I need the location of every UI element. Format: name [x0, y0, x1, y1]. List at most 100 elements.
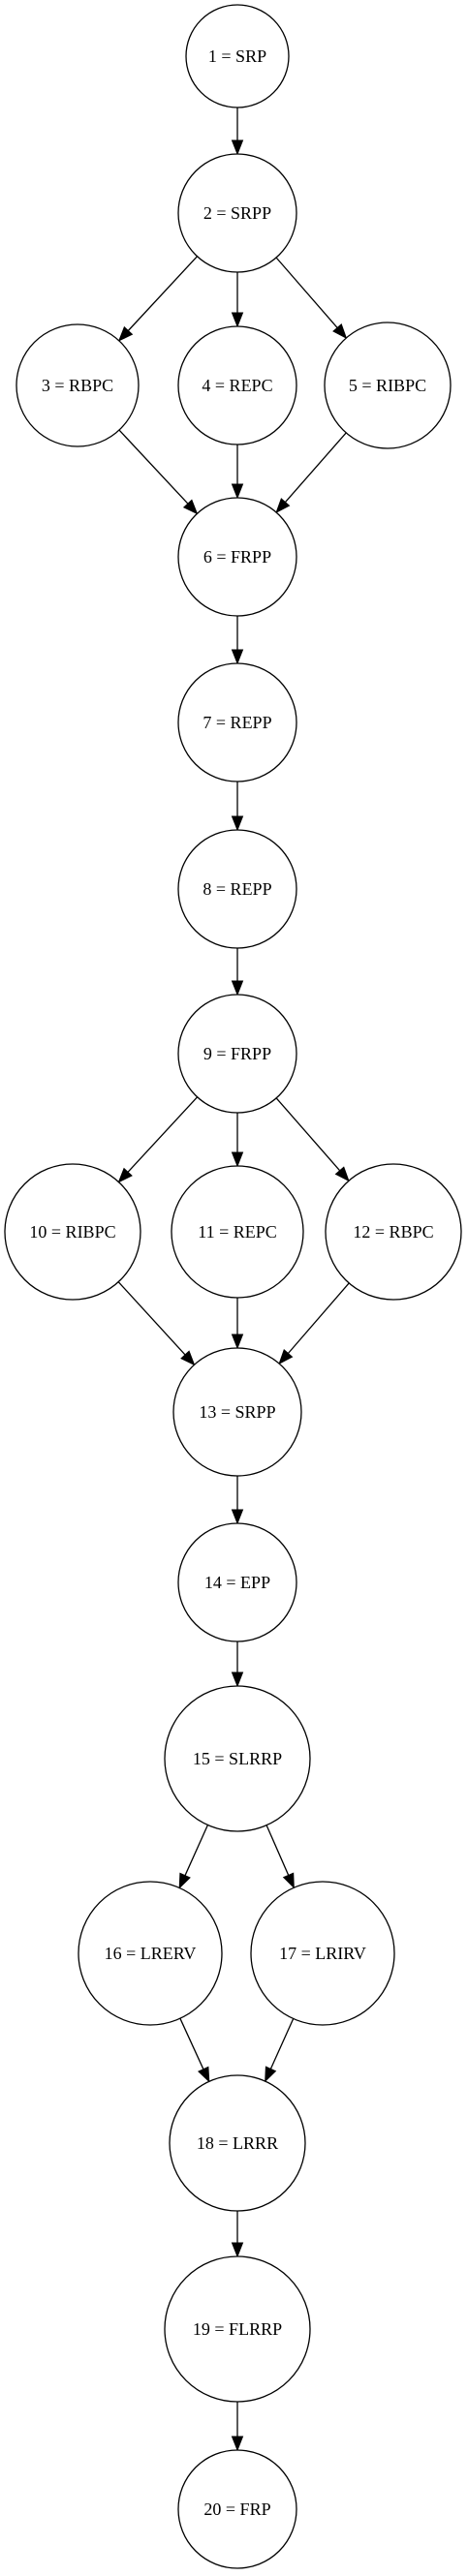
node-label: 13 = SRPP [199, 1402, 275, 1422]
arrowhead-icon [332, 322, 348, 340]
node-8: 8 = REPP [177, 829, 297, 949]
edge-line [127, 1096, 199, 1173]
edge-8-to-9 [231, 948, 244, 997]
node-label: 19 = FLRRP [193, 2319, 282, 2339]
edge-15-to-17 [265, 1825, 295, 1889]
node-circle [177, 1522, 297, 1642]
node-circle [169, 2074, 306, 2212]
node-label: 17 = LRIRV [279, 1944, 366, 1963]
node-circle [177, 994, 297, 1114]
node-circle [4, 1163, 141, 1301]
edge-line [275, 1097, 341, 1172]
node-15: 15 = SLRRP [164, 1685, 311, 1832]
arrowhead-icon [231, 649, 244, 665]
arrowhead-icon [275, 498, 291, 514]
edge-line [184, 1825, 208, 1876]
arrowhead-icon [231, 1151, 244, 1168]
arrowhead-icon [231, 980, 244, 997]
arrowhead-icon [231, 1671, 244, 1688]
node-circle [177, 153, 297, 273]
edge-12-to-13 [278, 1282, 350, 1365]
edge-line [287, 1282, 350, 1354]
edge-9-to-10 [117, 1096, 199, 1183]
node-circle [171, 1165, 304, 1299]
arrowhead-icon [178, 1872, 191, 1889]
arrowhead-icon [231, 1509, 244, 1525]
arrowhead-icon [117, 325, 134, 342]
node-label: 1 = SRP [208, 46, 266, 66]
node-10: 10 = RIBPC [4, 1163, 141, 1301]
node-18: 18 = LRRR [169, 2074, 306, 2212]
node-circle [325, 1163, 462, 1301]
edge-7-to-8 [231, 782, 244, 832]
arrowhead-icon [231, 312, 244, 328]
node-20: 20 = FRP [177, 2449, 297, 2569]
node-1: 1 = SRP [185, 4, 290, 108]
node-circle [177, 829, 297, 949]
arrowhead-icon [231, 483, 244, 500]
node-label: 12 = RBPC [353, 1222, 433, 1242]
node-circle [16, 323, 140, 447]
edge-14-to-15 [231, 1641, 244, 1688]
edge-line [117, 1281, 186, 1356]
node-16: 16 = LRERV [78, 1881, 223, 2026]
edge-2-to-3 [117, 256, 198, 342]
arrowhead-icon [182, 499, 199, 515]
edge-3-to-6 [118, 429, 199, 515]
node-circle [185, 4, 290, 108]
edge-2-to-4 [231, 272, 244, 328]
node-circle [177, 325, 297, 445]
node-9: 9 = FRPP [177, 994, 297, 1114]
arrowhead-icon [231, 815, 244, 832]
node-circle [78, 1881, 223, 2026]
edge-line [275, 257, 338, 328]
node-label: 15 = SLRRP [193, 1749, 282, 1768]
node-6: 6 = FRPP [177, 497, 297, 617]
edge-10-to-13 [117, 1281, 196, 1366]
edge-line [118, 429, 189, 505]
edge-2-to-5 [275, 257, 348, 340]
edge-1-to-2 [231, 107, 244, 156]
node-label: 8 = REPP [203, 879, 271, 899]
nodes-layer: 1 = SRP 2 = SRPP 3 = RBPC 4 = REPC 5 = RIBPC… [4, 4, 462, 2569]
edge-line [179, 2017, 204, 2070]
edge-16-to-18 [179, 2017, 210, 2083]
node-label: 6 = FRPP [203, 547, 271, 567]
node-2: 2 = SRPP [177, 153, 297, 273]
node-12: 12 = RBPC [325, 1163, 462, 1301]
node-circle [324, 322, 452, 449]
node-17: 17 = LRIRV [250, 1881, 395, 2026]
edge-line [284, 432, 347, 504]
node-19: 19 = FLRRP [164, 2255, 311, 2403]
arrowhead-icon [278, 1349, 294, 1365]
node-14: 14 = EPP [177, 1522, 297, 1642]
node-3: 3 = RBPC [16, 323, 140, 447]
edge-5-to-6 [275, 432, 347, 514]
arrowhead-icon [231, 1334, 244, 1350]
edge-9-to-11 [231, 1113, 244, 1168]
arrowhead-icon [198, 2066, 210, 2083]
node-5: 5 = RIBPC [324, 322, 452, 449]
arrowhead-icon [231, 2436, 244, 2452]
node-label: 3 = RBPC [42, 376, 113, 395]
edge-15-to-16 [178, 1825, 208, 1889]
node-circle [177, 497, 297, 617]
node-4: 4 = REPC [177, 325, 297, 445]
edge-line [265, 1825, 290, 1876]
arrowhead-icon [282, 1872, 295, 1889]
edge-line [127, 256, 198, 331]
edge-line [269, 2018, 295, 2070]
arrowhead-icon [117, 1167, 133, 1183]
node-circle [250, 1881, 395, 2026]
arrowhead-icon [180, 1350, 196, 1366]
edge-18-to-19 [231, 2211, 244, 2258]
node-13: 13 = SRPP [172, 1347, 302, 1477]
node-label: 20 = FRP [203, 2499, 270, 2519]
node-label: 16 = LRERV [105, 1944, 197, 1963]
edges-layer [117, 107, 350, 2452]
arrowhead-icon [265, 2066, 277, 2083]
edge-11-to-13 [231, 1298, 244, 1350]
node-label: 5 = RIBPC [349, 376, 426, 395]
node-label: 14 = EPP [204, 1573, 270, 1592]
